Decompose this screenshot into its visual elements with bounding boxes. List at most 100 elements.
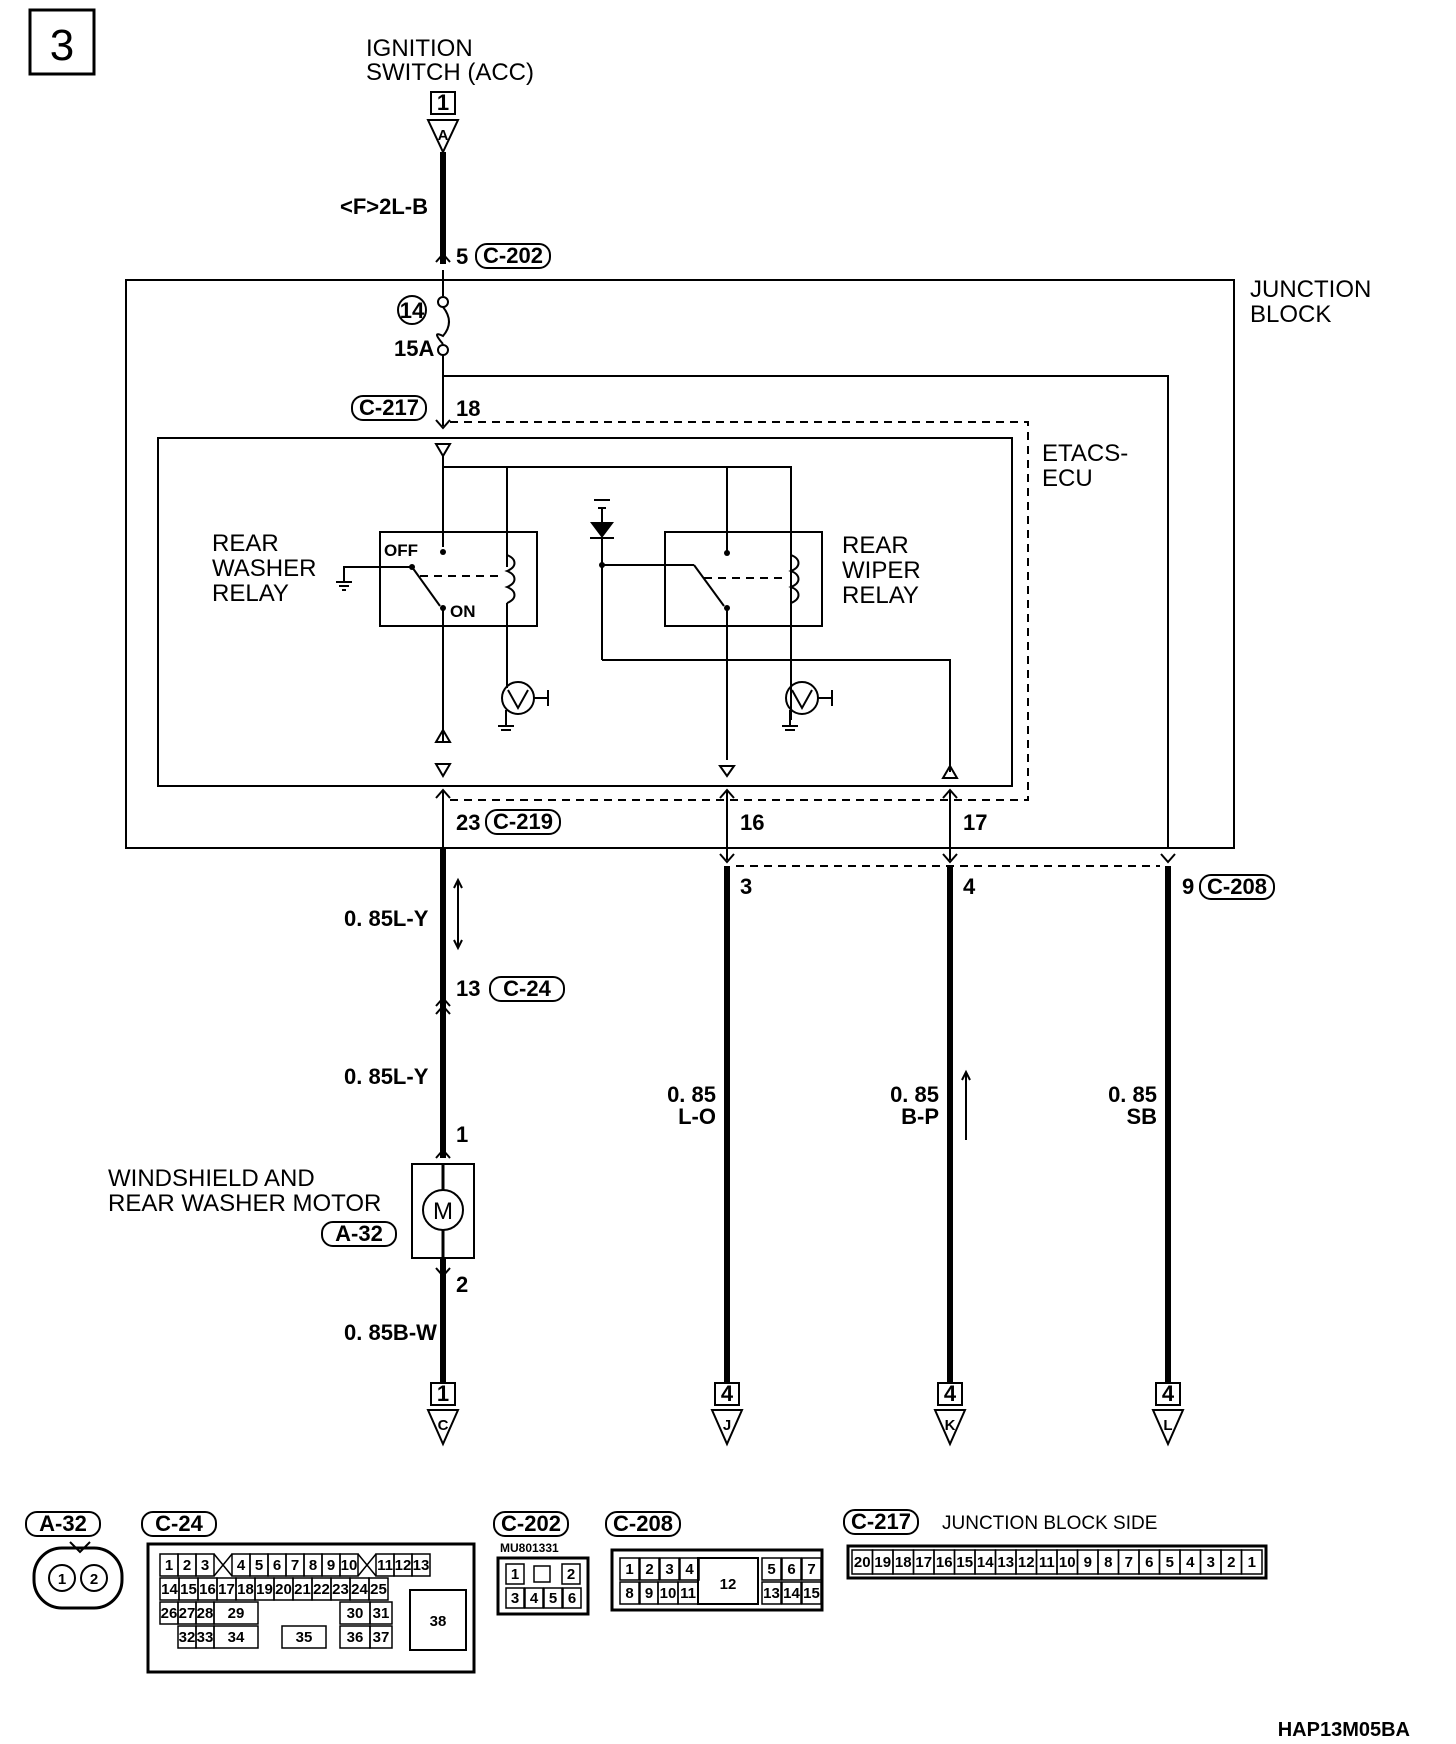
c202-pin-4: 4 [530, 1590, 539, 1607]
etacs-label-1: ETACS- [1042, 440, 1128, 467]
c202-pin-3-box [505, 1587, 525, 1609]
fuse-element [436, 306, 450, 345]
a32-pin-2: 2 [90, 1571, 98, 1588]
terminal-k-arrow [933, 1409, 967, 1447]
junction-block-label-1: JUNCTION [1250, 276, 1371, 303]
c217-pin-10: 10 [1059, 1554, 1076, 1571]
fuse-contact-bottom [437, 344, 449, 356]
motor-label-1: WINDSHIELD AND [108, 1165, 315, 1192]
c208-pin-5-box [761, 1557, 782, 1581]
ecu-input-terminal [434, 443, 452, 458]
terminal-j-ref: 4 [721, 1381, 734, 1406]
c24-pin-32: 32 [179, 1629, 196, 1646]
motor-top-connector-mark [435, 1148, 451, 1159]
c208-pin-b: 4 [963, 874, 976, 899]
c24-pin-37-box [369, 1625, 393, 1649]
c208-pin-8: 8 [625, 1585, 633, 1602]
c24-pin: 13 [456, 976, 480, 1001]
c217-pin-13: 13 [997, 1554, 1014, 1571]
c24-pin-37: 37 [373, 1629, 390, 1646]
c208-pin-6-box [781, 1557, 802, 1581]
c24-tag [489, 976, 565, 1002]
motor-label-2: REAR WASHER MOTOR [108, 1190, 381, 1217]
ignition-terminal-letter: A [438, 127, 449, 144]
washer-coil-icon [504, 554, 516, 604]
washer-relay-label-2: WASHER [212, 555, 316, 582]
c202-pin-5-box [543, 1587, 563, 1609]
c202-part-number: MU801331 [500, 1541, 559, 1555]
c208-pin-3-box [659, 1557, 680, 1581]
bidirectional-arrow-icon [453, 877, 463, 951]
c24-pin-34-box [213, 1625, 259, 1649]
wiper-relay-label-2: WIPER [842, 557, 921, 584]
c24-pin-29-box [213, 1601, 259, 1625]
terminal-c-letter: C [438, 1417, 449, 1434]
terminal-l-letter: L [1163, 1417, 1172, 1434]
washer-relay-box [379, 531, 538, 627]
motor-symbol: M [433, 1198, 453, 1225]
terminal-l-arrow [1151, 1409, 1185, 1447]
pin16-connector-mark [719, 788, 735, 799]
terminal-l-ref: 4 [1162, 1381, 1175, 1406]
ecu-inner-box [157, 437, 1013, 787]
c24-pin-29: 29 [228, 1605, 245, 1622]
pin-17: 17 [963, 810, 987, 835]
c217-view-tag [843, 1509, 919, 1535]
c217-pin-6: 6 [1145, 1554, 1153, 1571]
terminal-c-ref: 1 [437, 1381, 449, 1406]
terminal-k: 4 K [933, 1381, 967, 1447]
c208-mark-a [719, 853, 735, 864]
c217-pin-14: 14 [977, 1554, 994, 1571]
c24-pin-9: 9 [327, 1557, 335, 1574]
terminal-j-ref-box [714, 1382, 740, 1406]
motor-pin-top: 1 [456, 1122, 468, 1147]
c24-pin-10: 10 [341, 1557, 358, 1574]
terminal-l-ref-box [1155, 1382, 1181, 1406]
ecu-out-terminal-down-23 [434, 763, 452, 778]
c202-pin-2: 2 [567, 1566, 575, 1583]
c217-connector-mark [435, 419, 451, 430]
c24-pin-33: 33 [197, 1629, 214, 1646]
c24-blank-cavity [357, 1553, 377, 1577]
c202-pin-6: 6 [568, 1590, 576, 1607]
wire-fuse-to-c208-pin9 [443, 375, 1169, 848]
motor-pin-bottom: 2 [456, 1272, 468, 1297]
c208-pin-5: 5 [767, 1561, 775, 1578]
c208-tag-label: C-208 [1207, 874, 1267, 899]
wiper-relay-upper-contact [724, 550, 730, 556]
c24-pin-10-box [339, 1553, 359, 1577]
up-arrow-icon [961, 1069, 971, 1140]
wiper-relay-label-3: RELAY [842, 582, 919, 609]
c24-pin-15: 15 [180, 1581, 197, 1598]
c24-pin-6: 6 [273, 1557, 281, 1574]
c208-pin-7-box [801, 1557, 822, 1581]
c24-pin-22: 22 [313, 1581, 330, 1598]
fuse-contact-top [437, 296, 449, 308]
c208-pin-12: 12 [720, 1576, 737, 1593]
fuse-number-circle [397, 295, 427, 325]
c208-pin-6: 6 [787, 1561, 795, 1578]
a32-view-body [32, 1546, 124, 1610]
c24-pin-13: 13 [413, 1557, 430, 1574]
terminal-k-ref-box [937, 1382, 963, 1406]
c24-view-label: C-24 [155, 1511, 203, 1536]
c24-pin-38: 38 [430, 1613, 447, 1630]
c217-pin-3: 3 [1207, 1554, 1215, 1571]
ignition-label-2: SWITCH (ACC) [366, 59, 534, 86]
page-number: 3 [50, 21, 74, 70]
terminal-k-ref: 4 [944, 1381, 957, 1406]
wiper-relay-switch-arm [693, 564, 725, 607]
c24-pin-3-box [195, 1553, 215, 1577]
pin17-connector-mark [942, 788, 958, 799]
c202-tag [475, 243, 551, 269]
c217-pin-9: 9 [1084, 1554, 1092, 1571]
wiper-diode-icon [590, 522, 614, 538]
ecu-out-terminal-up-23 [434, 728, 452, 743]
c219-tag-label: C-219 [493, 809, 553, 834]
wiper-transistor-body [791, 689, 813, 711]
c24-pin-7: 7 [291, 1557, 299, 1574]
c217-view-note: JUNCTION BLOCK SIDE [942, 1513, 1157, 1534]
